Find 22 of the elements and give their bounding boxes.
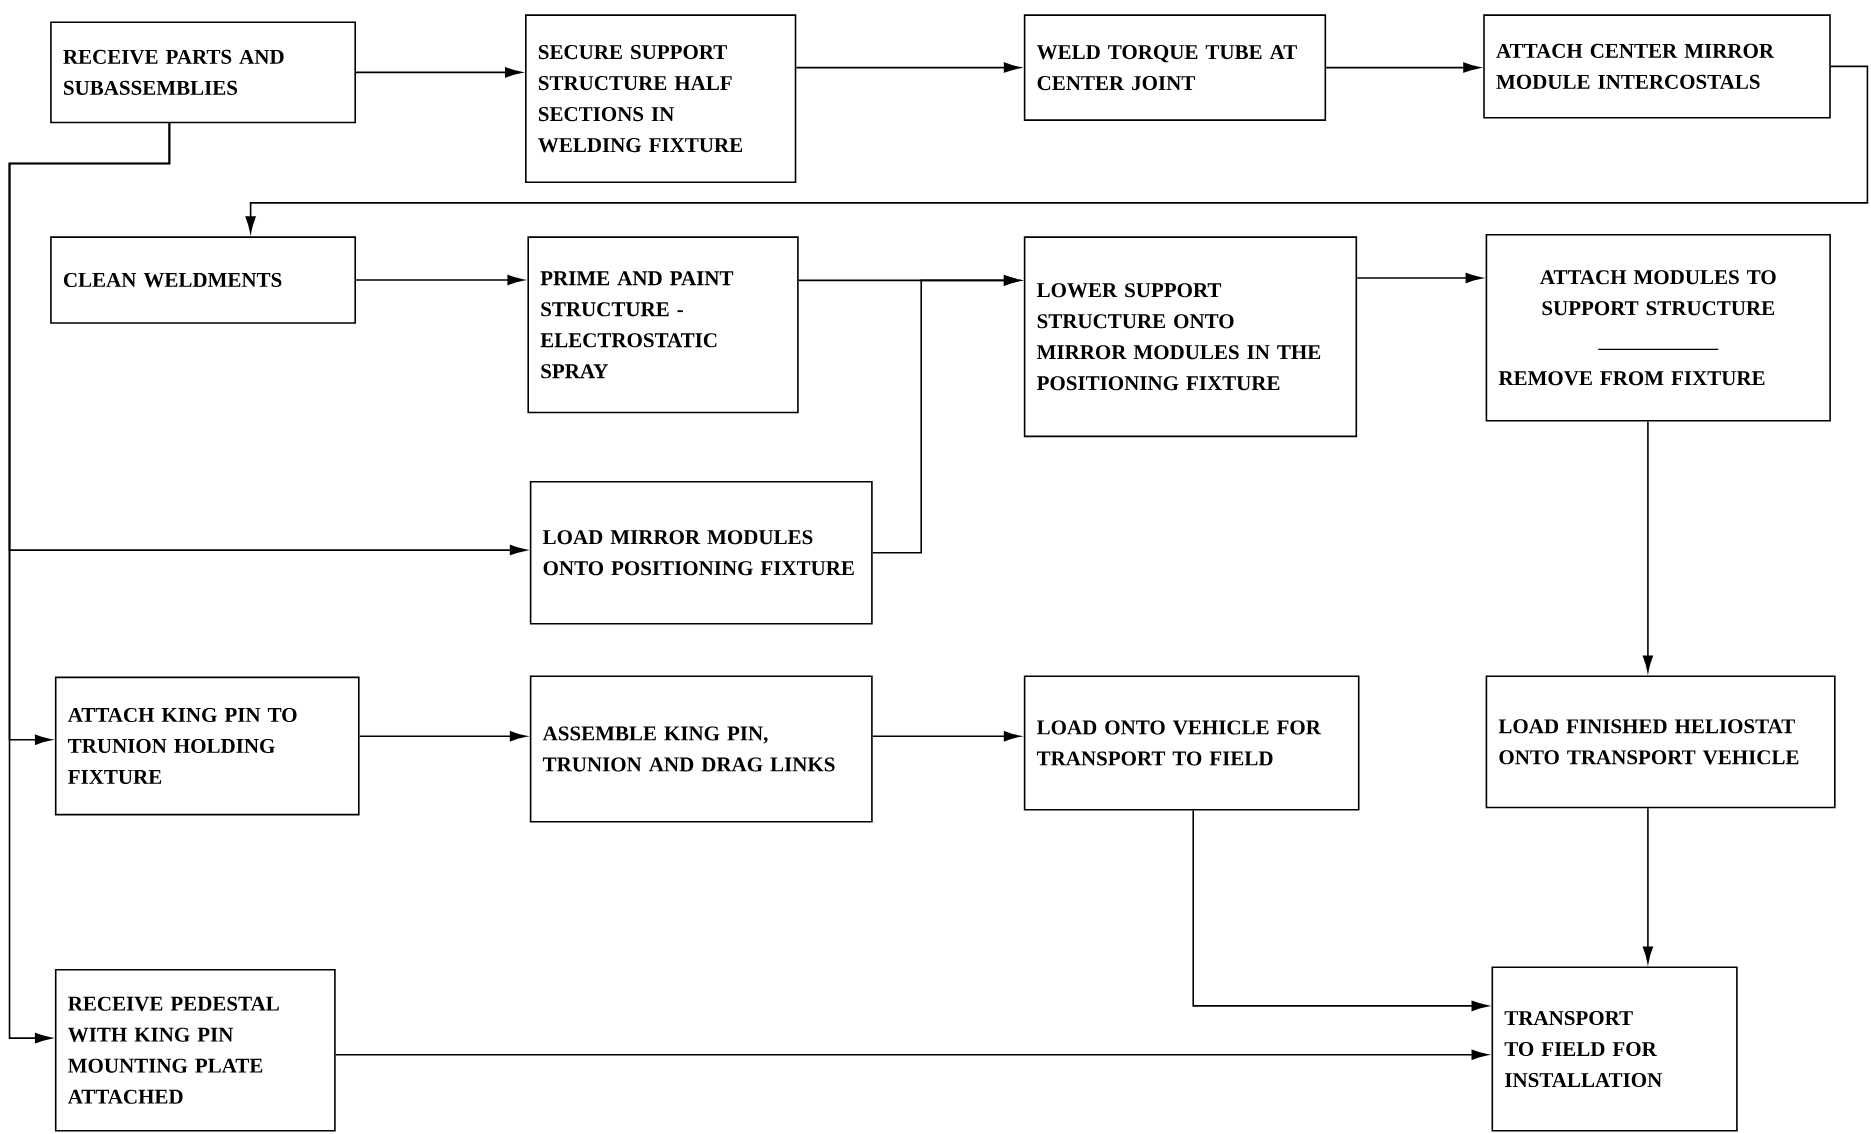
arrow: [1642, 807, 1653, 963]
arrow: [358, 731, 527, 742]
process-box: CLEAN WELDMENTS: [50, 236, 356, 324]
arrow: [871, 731, 1021, 742]
process-box: LOAD MIRROR MODULES ONTO POSITIONING FIXTURE: [529, 480, 873, 625]
arrow: [8, 122, 171, 1044]
arrow: [871, 275, 1021, 554]
arrow: [1356, 272, 1482, 284]
process-box: RECEIVE PEDESTAL WITH KING PIN MOUNTING PLATE ATTACHED: [54, 968, 336, 1132]
process-box: ASSEMBLE KING PIN, TRUNION AND DRAG LINKS: [529, 675, 873, 823]
process-box: LOAD FINISHED HELIOSTAT ONTO TRANSPORT VEHICLE: [1485, 675, 1836, 809]
process-box: PRIME AND PAINT STRUCTURE - ELECTROSTATIC SPRAY: [527, 236, 799, 414]
arrow: [334, 1049, 1488, 1060]
process-box: TRANSPORT TO FIELD FOR INSTALLATION: [1491, 966, 1738, 1132]
process-box: ATTACH KING PIN TO TRUNION HOLDING FIXTURE: [54, 676, 360, 816]
process-box: RECEIVE PARTS AND SUBASSEMBLIES: [50, 21, 356, 124]
process-box: LOWER SUPPORT STRUCTURE ONTO MIRROR MODULES IN THE POSITIONING FIXTURE: [1023, 236, 1358, 438]
arrow: [1192, 809, 1488, 1011]
process-box: LOAD ONTO VEHICLE FOR TRANSPORT TO FIELD: [1023, 675, 1360, 811]
arrow: [355, 274, 524, 286]
process-box: ATTACH MODULES TO SUPPORT STRUCTURE REMOVE FROM FIXTURE: [1485, 233, 1831, 422]
arrow: [1642, 420, 1653, 672]
